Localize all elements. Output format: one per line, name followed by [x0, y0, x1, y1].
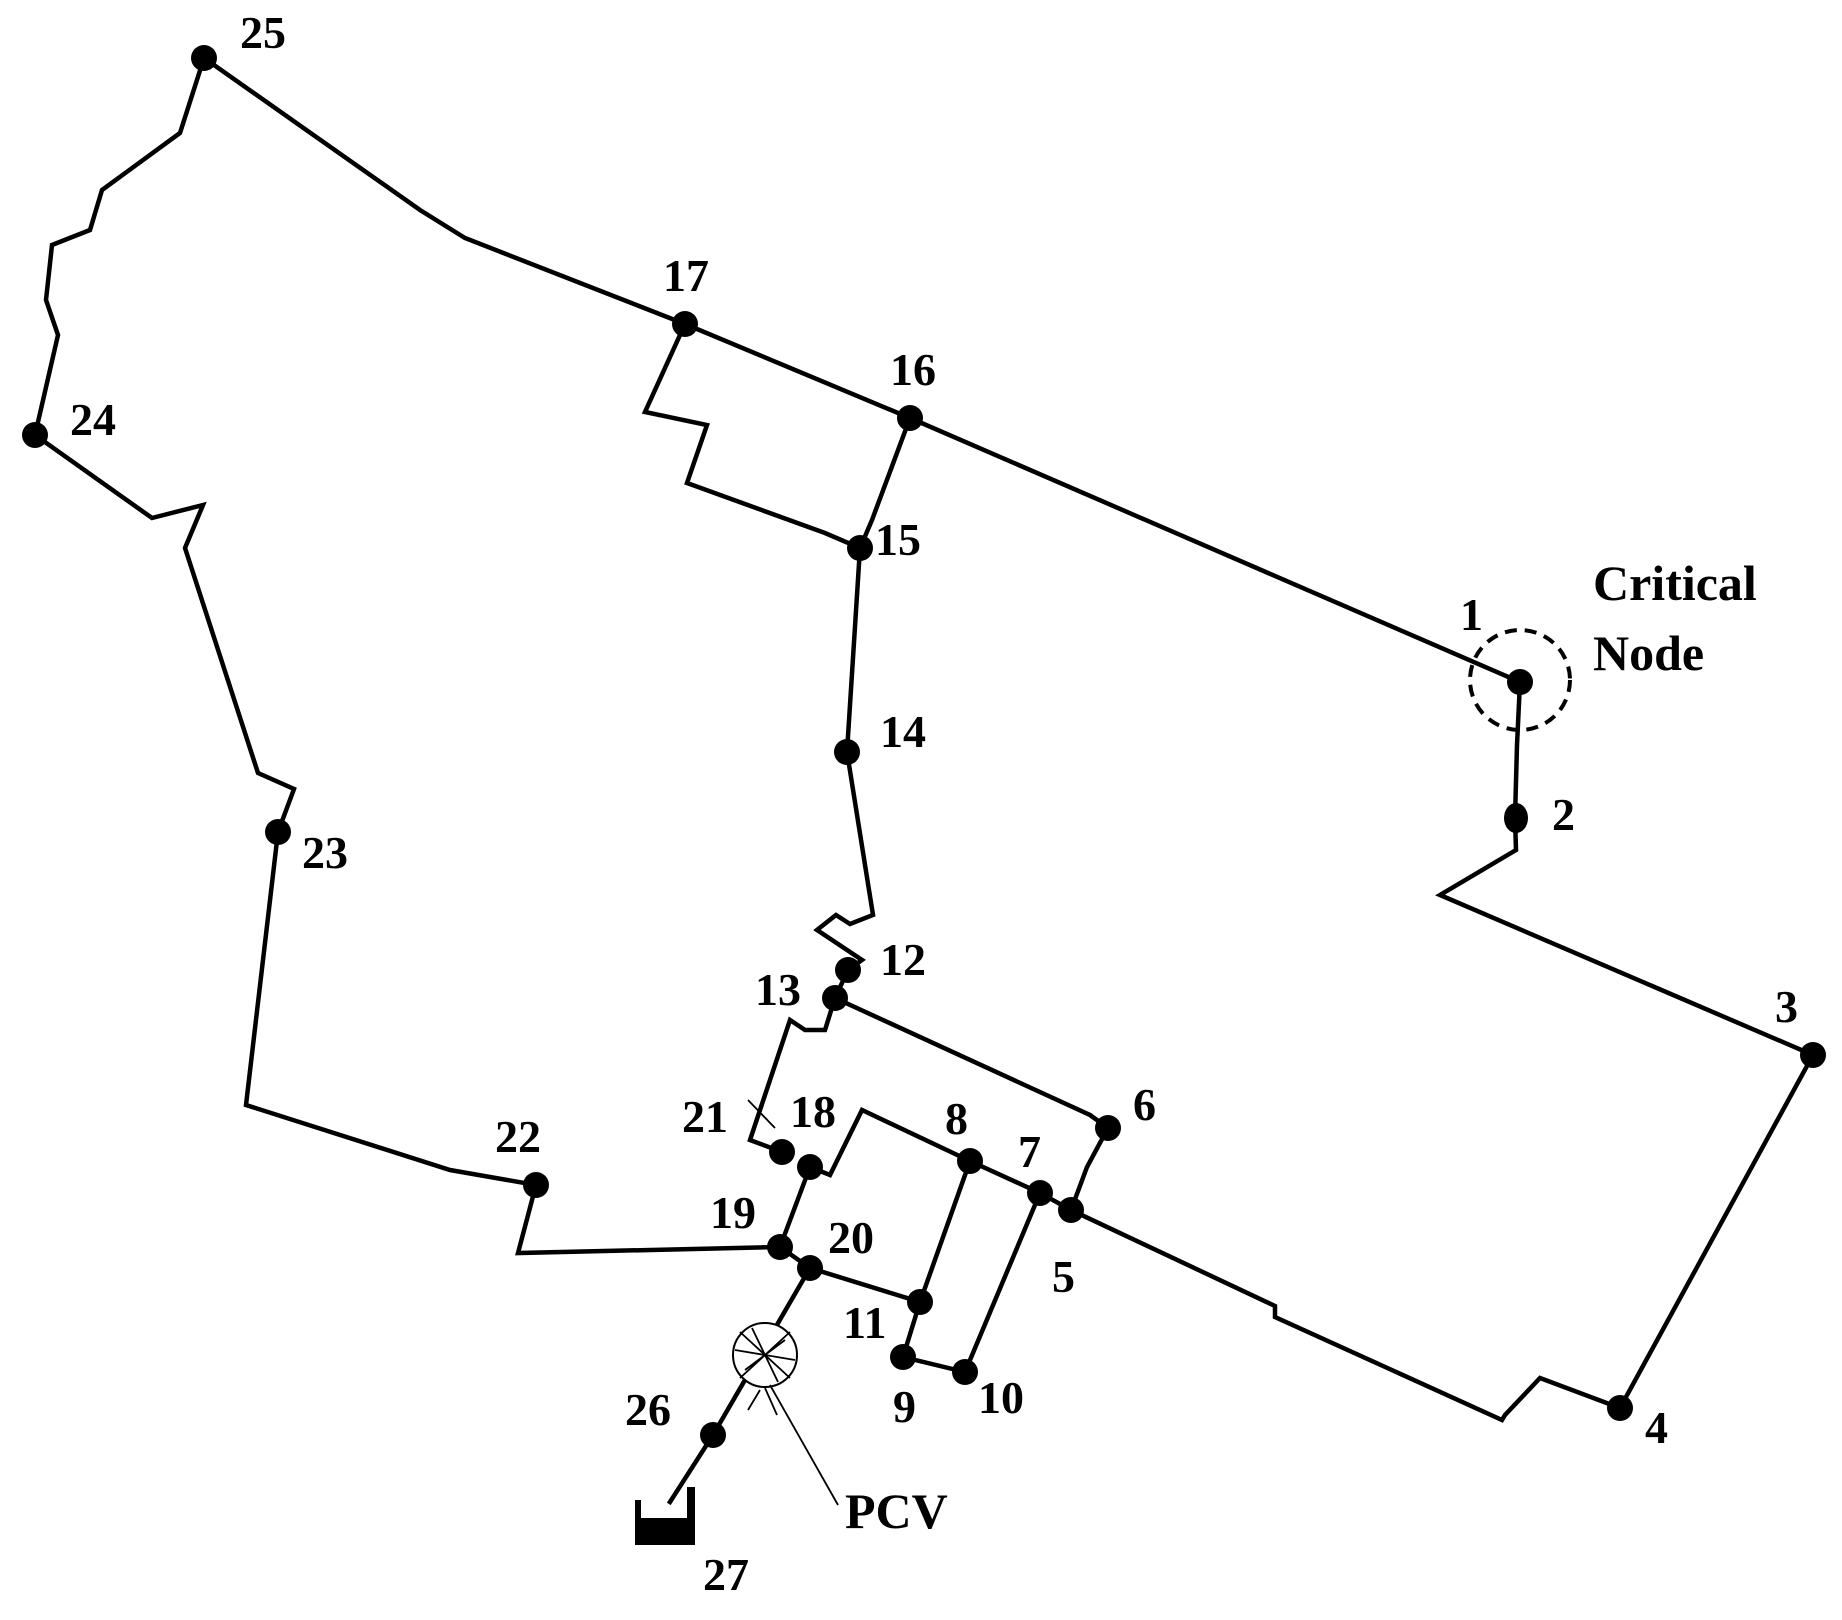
node-8 [957, 1148, 983, 1174]
pipe-25-24 [32, 55, 207, 438]
node-5 [1058, 1197, 1084, 1223]
pipe-6-5 [1068, 1124, 1112, 1213]
node-21-leader [747, 1099, 776, 1129]
label-node-15: 15 [875, 514, 921, 565]
reservoir-icon [635, 1487, 695, 1545]
pipe-24-23-22-19 [31, 431, 783, 1256]
label-node-18: 18 [790, 1086, 836, 1137]
nodes [22, 45, 1826, 1448]
pcv-label: PCV [845, 1483, 948, 1539]
pipe-20-26-27 [666, 1264, 814, 1506]
node-18 [797, 1154, 823, 1180]
label-node-6: 6 [1133, 1079, 1156, 1130]
node-22 [523, 1172, 549, 1198]
critical-node-label-line1: Critical [1593, 555, 1757, 611]
node-12 [835, 957, 861, 983]
node-19 [767, 1234, 793, 1260]
node-21 [769, 1139, 795, 1165]
node-17 [672, 311, 698, 337]
label-node-24: 24 [70, 394, 116, 445]
label-node-19: 19 [710, 1187, 756, 1238]
label-node-9: 9 [893, 1381, 916, 1432]
label-node-23: 23 [302, 827, 348, 878]
critical-node-label-line2: Node [1593, 625, 1704, 681]
label-node-7: 7 [1018, 1126, 1041, 1177]
node-9 [890, 1344, 916, 1370]
label-node-26: 26 [625, 1384, 671, 1435]
label-node-10: 10 [978, 1372, 1024, 1423]
node-3 [1800, 1042, 1826, 1068]
label-node-14: 14 [880, 706, 926, 757]
pipe-25-17-1 [200, 54, 1523, 685]
node-1 [1507, 669, 1533, 695]
label-node-22: 22 [495, 1111, 541, 1162]
node-2 [1504, 803, 1528, 833]
pipe-1-2-3-4 [1435, 679, 1817, 1412]
node-10 [952, 1359, 978, 1385]
label-node-5: 5 [1052, 1251, 1075, 1302]
pipe-8-11-9-10-7 [900, 1158, 1043, 1375]
pipe-18-19 [777, 1164, 813, 1250]
pipe-13-6 [832, 995, 1112, 1132]
pressure-control-valve-icon [732, 1322, 839, 1506]
label-node-8: 8 [945, 1093, 968, 1144]
node-26 [700, 1422, 726, 1448]
label-node-1: 1 [1460, 589, 1483, 640]
pipe-17-15 [641, 321, 863, 551]
label-node-12: 12 [880, 934, 926, 985]
pipe-4-5 [1068, 1207, 1623, 1423]
node-6 [1095, 1115, 1121, 1141]
label-node-13: 13 [755, 964, 801, 1015]
node-16 [897, 405, 923, 431]
node-11 [907, 1289, 933, 1315]
pipe-20-11 [807, 1265, 923, 1305]
label-node-11: 11 [843, 1297, 886, 1348]
node-24 [22, 422, 48, 448]
pipes [31, 54, 1817, 1506]
label-node-20: 20 [828, 1212, 874, 1263]
node-7 [1027, 1180, 1053, 1206]
node-20 [797, 1255, 823, 1281]
label-node-4: 4 [1645, 1402, 1668, 1453]
node-13 [822, 985, 848, 1011]
label-node-16: 16 [890, 344, 936, 395]
node-labels: 1 2 3 4 5 6 7 8 9 10 11 12 13 14 15 16 1… [70, 7, 1798, 1600]
node-25 [191, 45, 217, 71]
label-node-3: 3 [1775, 981, 1798, 1032]
label-node-27: 27 [703, 1549, 749, 1600]
critical-node-highlight [1468, 628, 1572, 732]
label-node-2: 2 [1552, 789, 1575, 840]
node-23 [265, 819, 291, 845]
label-node-21: 21 [682, 1091, 728, 1142]
node-14 [834, 739, 860, 765]
node-4 [1607, 1395, 1633, 1421]
label-node-25: 25 [240, 7, 286, 58]
pipe-13-21 [747, 995, 838, 1155]
node-15 [847, 535, 873, 561]
pipe-16-15-14-12 [813, 415, 913, 974]
label-node-17: 17 [663, 250, 709, 301]
